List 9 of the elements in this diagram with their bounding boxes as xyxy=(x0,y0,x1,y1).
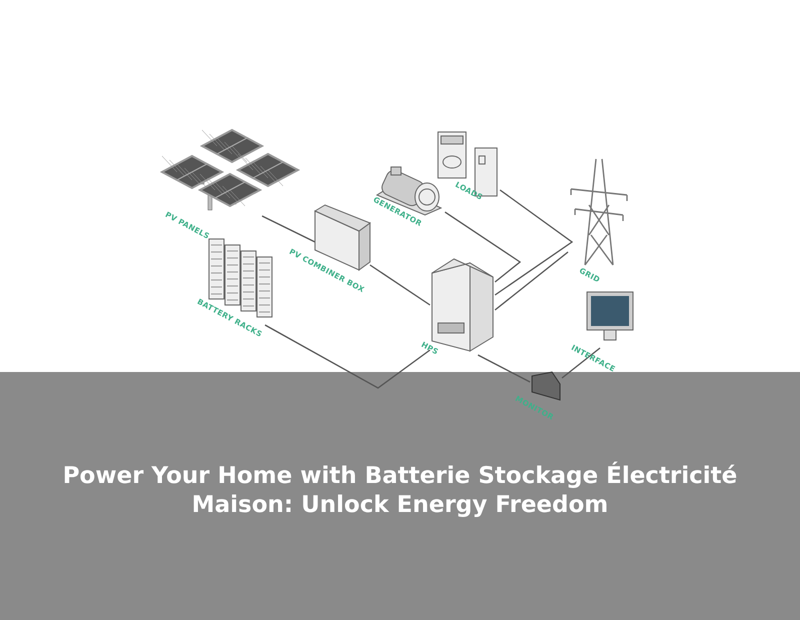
connection-line xyxy=(444,211,522,282)
connection-line xyxy=(494,189,574,296)
connection-line xyxy=(562,348,600,378)
connection-line xyxy=(478,354,530,383)
connection-line xyxy=(264,324,430,389)
title: Power Your Home with Batterie Stockage Électricité Maison: Unlock Energy Freedom xyxy=(62,462,738,520)
connection-line xyxy=(370,264,430,306)
connection-line xyxy=(494,252,568,310)
connection-line xyxy=(262,215,316,243)
